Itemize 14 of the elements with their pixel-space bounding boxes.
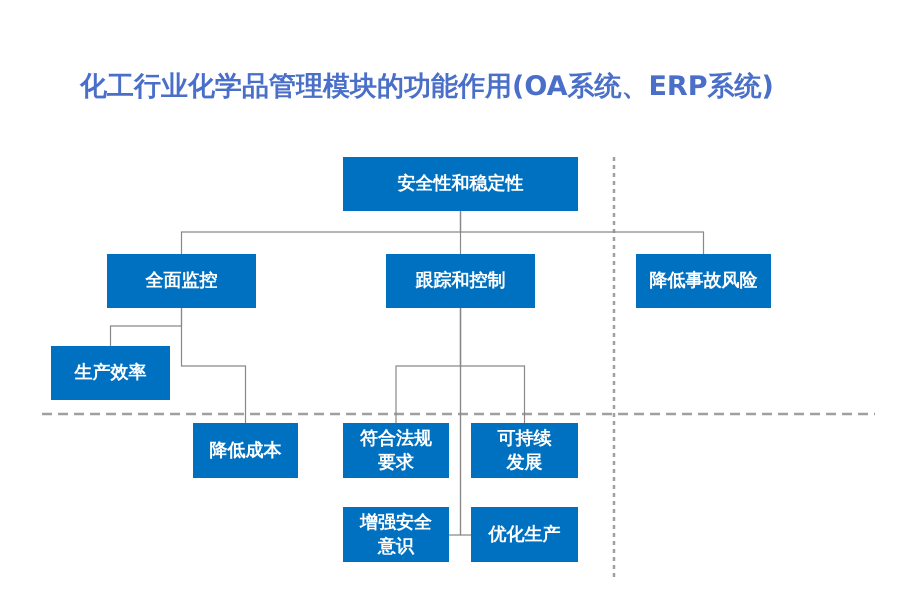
process-box: 安全性和稳定性 [343,157,578,211]
process-box: 生产效率 [51,346,170,400]
process-box: 增强安全意识 [343,507,449,562]
process-box: 全面监控 [107,254,256,308]
process-box: 降低事故风险 [636,254,771,308]
process-box: 优化生产 [471,507,578,562]
process-box: 跟踪和控制 [386,254,535,308]
connector-line [460,211,704,254]
connector-line [460,308,471,536]
title: 化工行业化学品管理模块的功能作用(OA系统、ERP系统) [80,70,774,104]
process-box: 降低成本 [193,423,298,478]
process-box: 可持续发展 [471,423,578,478]
connector-line [180,308,246,423]
process-box: 符合法规要求 [343,423,449,478]
